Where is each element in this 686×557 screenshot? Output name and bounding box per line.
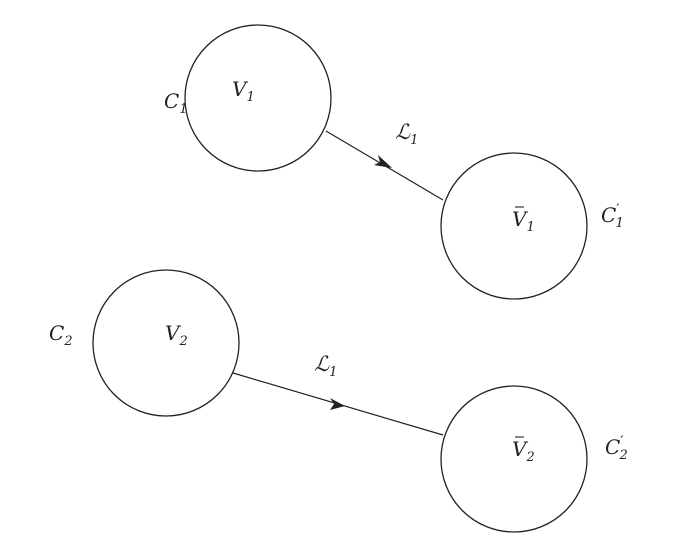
node-label-v2: V2 bbox=[165, 321, 188, 349]
curve-label-c1-prime: C′1 bbox=[601, 202, 624, 231]
svg-text:V1: V1 bbox=[512, 207, 535, 235]
arrowhead-icon bbox=[330, 398, 345, 410]
node-label-v2-bar: V2 bbox=[512, 436, 535, 465]
node-label-v1: V1 bbox=[232, 77, 255, 105]
curve-label-c1: C1 bbox=[164, 89, 188, 117]
circle-v1 bbox=[184, 24, 332, 172]
svg-text:V2: V2 bbox=[512, 437, 535, 465]
edge-v1-to-v1bar bbox=[325, 130, 444, 201]
edge-v2-to-v2bar bbox=[232, 372, 444, 436]
curve-label-c2-prime: C′2 bbox=[605, 434, 628, 463]
edge-label-l1-top: ℒ1 bbox=[395, 120, 418, 148]
circle-v1-bar bbox=[440, 152, 588, 300]
svg-text:C′2: C′2 bbox=[605, 434, 628, 463]
circle-v2-bar bbox=[440, 385, 588, 533]
circle-v2 bbox=[92, 269, 240, 417]
svg-text:C2: C2 bbox=[49, 321, 73, 349]
svg-text:ℒ1: ℒ1 bbox=[395, 120, 418, 148]
arrowhead-icon bbox=[374, 155, 392, 168]
edge-label-l1-bottom: ℒ1 bbox=[314, 352, 337, 380]
svg-text:V2: V2 bbox=[165, 321, 188, 349]
node-label-v1-bar: V1 bbox=[512, 206, 535, 235]
svg-text:V1: V1 bbox=[232, 77, 255, 105]
curve-label-c2: C2 bbox=[49, 321, 73, 349]
svg-text:C1: C1 bbox=[164, 89, 188, 117]
svg-text:C′1: C′1 bbox=[601, 202, 624, 231]
svg-text:ℒ1: ℒ1 bbox=[314, 352, 337, 380]
